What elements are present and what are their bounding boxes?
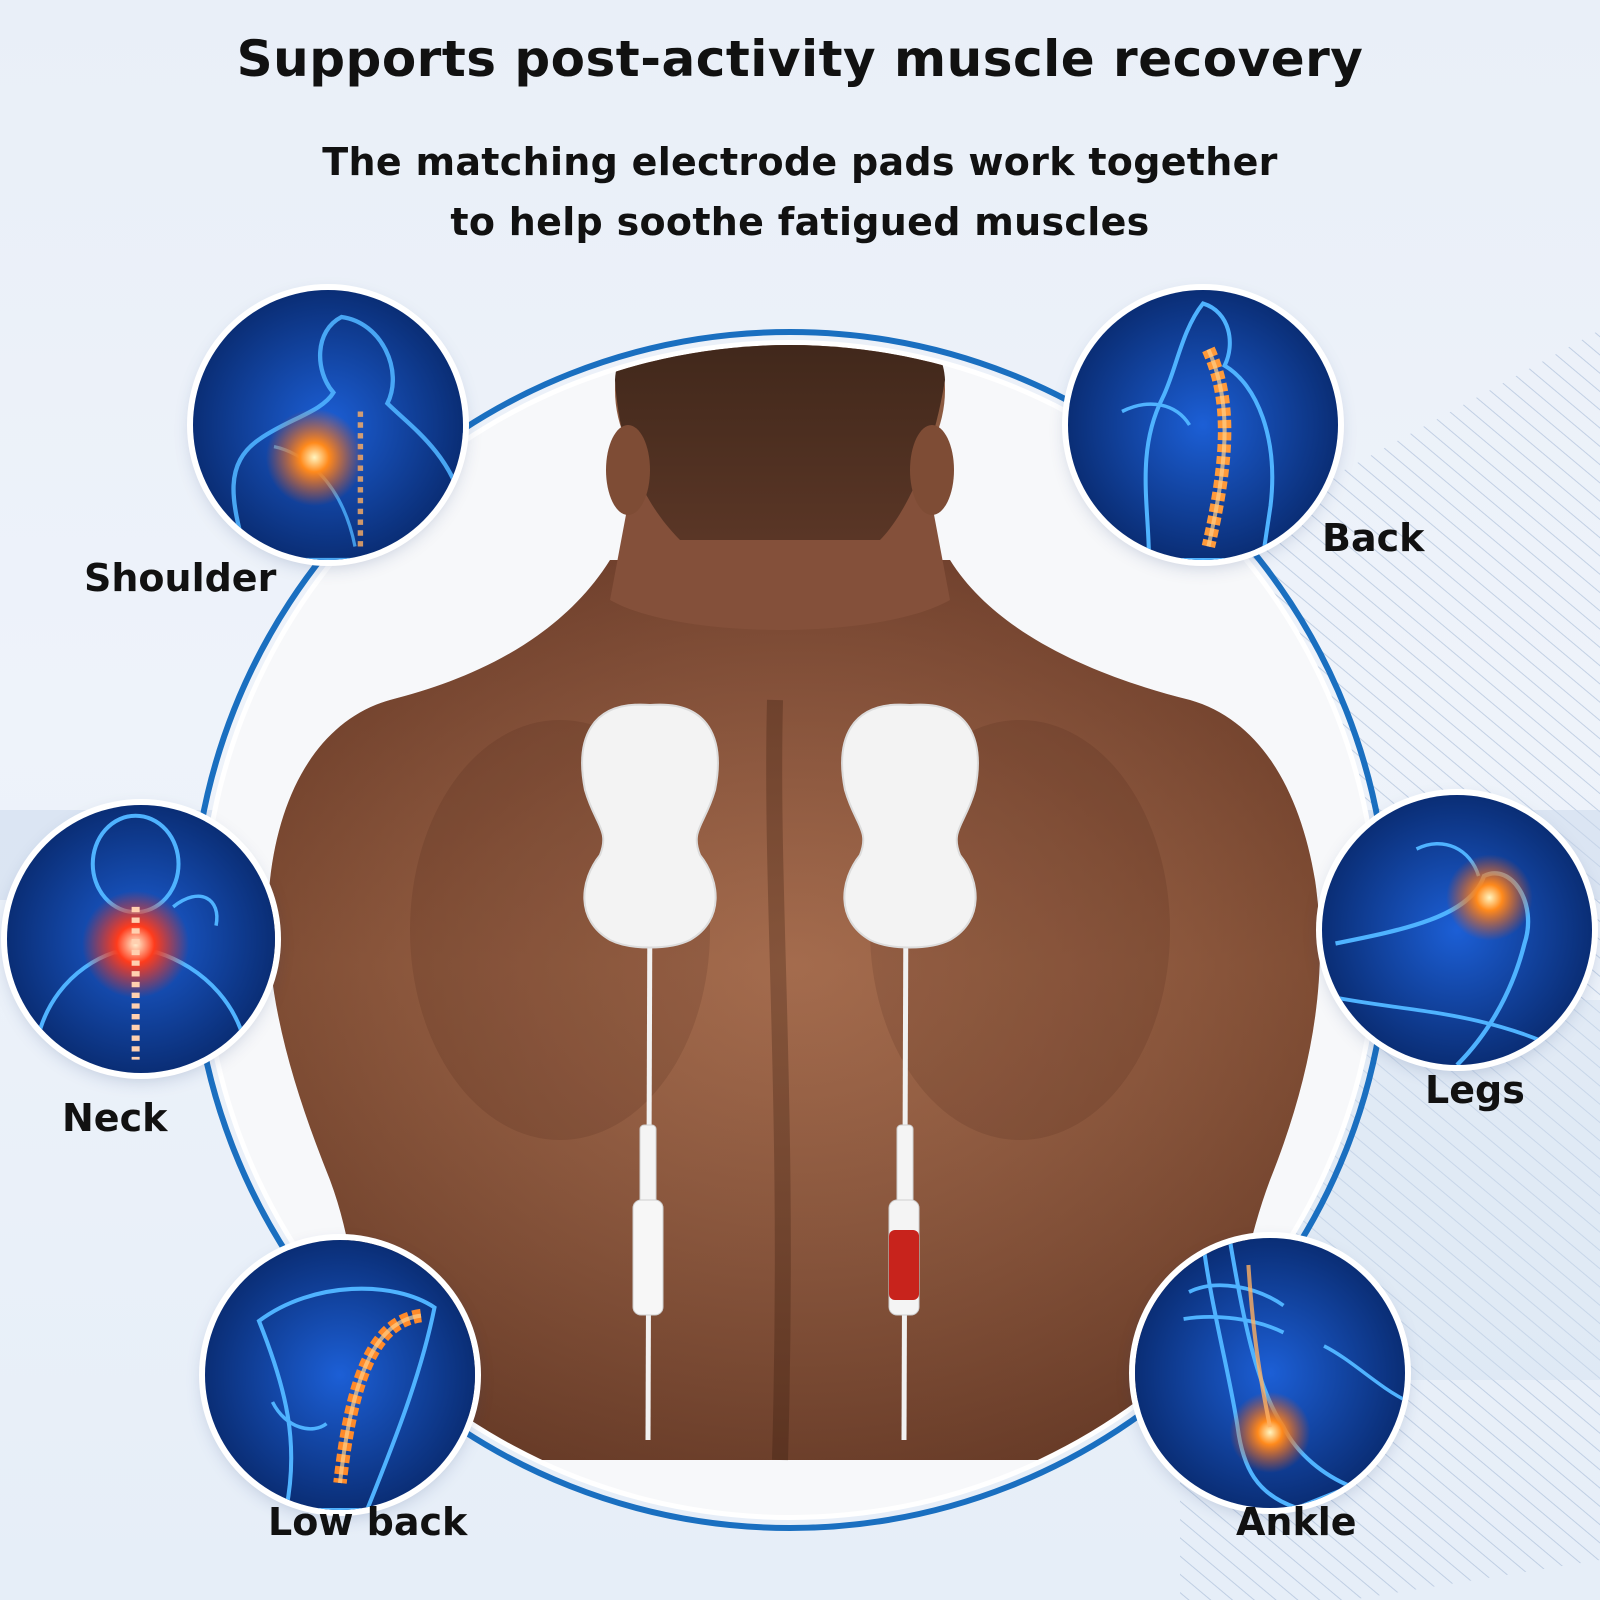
label-back: Back xyxy=(1322,516,1425,560)
ankle-icon xyxy=(1135,1238,1405,1508)
headline: Supports post-activity muscle recovery xyxy=(236,30,1364,88)
subheadline-line-2: to help soothe fatigued muscles xyxy=(450,200,1150,244)
knee-legs-icon xyxy=(1322,795,1592,1065)
shoulder-icon xyxy=(193,290,463,560)
neck-icon xyxy=(7,805,275,1073)
label-low-back: Low back xyxy=(268,1500,468,1544)
label-shoulder: Shoulder xyxy=(84,556,277,600)
lower-back-icon xyxy=(205,1240,475,1510)
subheadline-line-1: The matching electrode pads work togethe… xyxy=(322,140,1278,184)
spine-back-icon xyxy=(1068,290,1338,560)
label-legs: Legs xyxy=(1425,1068,1525,1112)
label-ankle: Ankle xyxy=(1236,1500,1357,1544)
label-neck: Neck xyxy=(62,1096,168,1140)
